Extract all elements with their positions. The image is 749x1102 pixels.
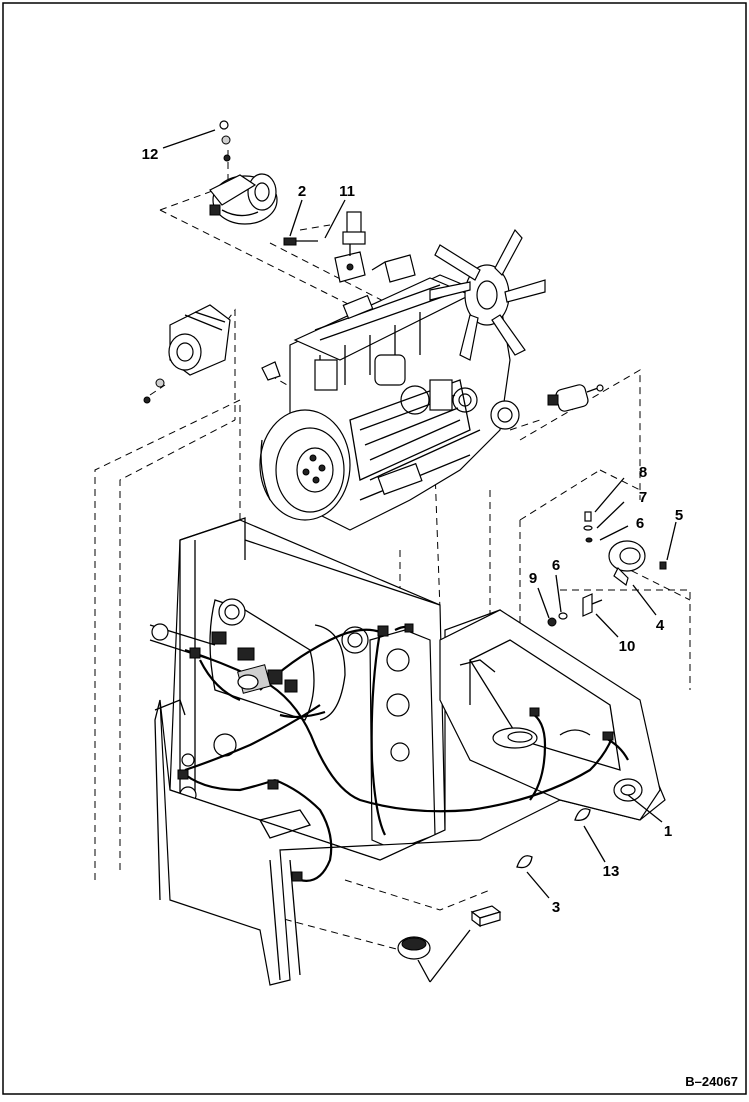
leader-lines bbox=[162, 129, 677, 983]
callout-1: 1 bbox=[664, 823, 672, 840]
callout-11: 11 bbox=[339, 183, 355, 200]
callout-9: 9 bbox=[529, 570, 537, 587]
callout-8: 8 bbox=[639, 464, 647, 481]
callout-13: 13 bbox=[603, 863, 620, 880]
diagram-code: B–24067 bbox=[685, 1074, 738, 1089]
machine-frame bbox=[149, 517, 666, 986]
wire-harness bbox=[177, 623, 629, 882]
oil-pressure-sender bbox=[547, 384, 604, 412]
horn-assembly bbox=[547, 511, 667, 627]
callout-6b: 6 bbox=[552, 557, 560, 574]
engine-fan bbox=[429, 228, 546, 361]
callout-4: 4 bbox=[656, 617, 665, 634]
callout-3: 3 bbox=[552, 899, 560, 916]
engine-assembly bbox=[259, 211, 546, 531]
plug-part-2 bbox=[283, 237, 318, 246]
callout-10: 10 bbox=[619, 638, 636, 655]
starter-motor bbox=[143, 304, 281, 404]
callout-2: 2 bbox=[298, 183, 306, 200]
alternator bbox=[209, 120, 278, 225]
callout-6a: 6 bbox=[636, 515, 644, 532]
callout-7: 7 bbox=[639, 489, 647, 506]
temperature-sender bbox=[334, 211, 366, 283]
lower-parts bbox=[397, 808, 591, 960]
callouts: 12 2 11 8 7 6 5 9 6 4 10 1 13 3 bbox=[142, 146, 684, 916]
callout-12: 12 bbox=[142, 146, 159, 163]
callout-5: 5 bbox=[675, 507, 683, 524]
